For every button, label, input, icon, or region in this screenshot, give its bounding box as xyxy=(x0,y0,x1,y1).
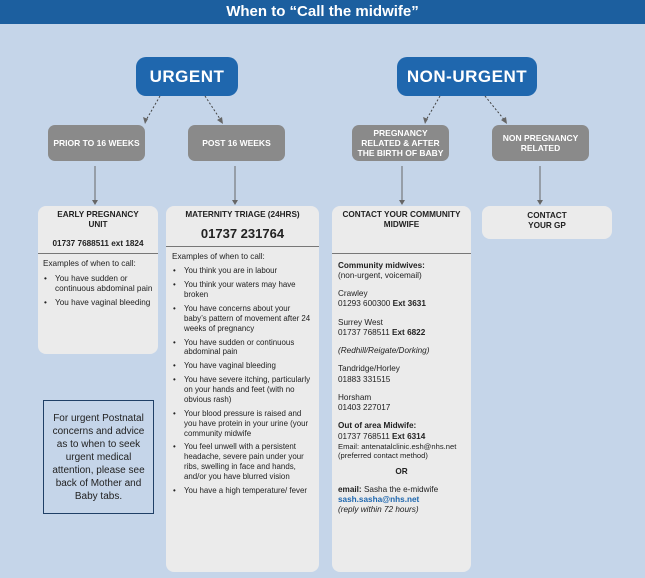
page-title: When to “Call the midwife” xyxy=(0,0,645,24)
early-phone: 01737 7688511 ext 1824 xyxy=(52,238,144,248)
connector-nonurgent-non xyxy=(484,95,507,123)
post-16-weeks-box: POST 16 WEEKS xyxy=(188,125,285,161)
triage-item: Your blood pressure is raised and you ha… xyxy=(172,409,313,439)
community-midwife-card: CONTACT YOUR COMMUNITY MIDWIFE Community… xyxy=(332,206,471,572)
connector-urgent-post xyxy=(204,95,223,123)
cm-sub: (non-urgent, voicemail) xyxy=(338,270,422,280)
gp-heading: CONTACT YOUR GP xyxy=(527,211,567,231)
pregnancy-related-box: PREGNANCY RELATED & AFTER THE BIRTH OF B… xyxy=(352,125,449,161)
crawley-label: Crawley xyxy=(338,289,368,298)
email-label: email: xyxy=(338,484,362,494)
horsham-number: 01403 227017 xyxy=(338,403,391,412)
triage-phone: 01737 231764 xyxy=(200,226,285,242)
non-pregnancy-related-box: NON PREGNANCY RELATED xyxy=(492,125,589,161)
maternity-triage-card: MATERNITY TRIAGE (24HRS) 01737 231764 Ex… xyxy=(166,206,319,572)
prior-16-weeks-box: PRIOR TO 16 WEEKS xyxy=(48,125,145,161)
surrey-areas: (Redhill/Reigate/Dorking) xyxy=(338,346,430,355)
crawley-number: 01293 600300 xyxy=(338,299,391,309)
surrey-ext: Ext 6822 xyxy=(392,327,426,337)
early-examples: Examples of when to call: You have sudde… xyxy=(38,254,158,309)
triage-item: You think you are in labour xyxy=(172,266,313,276)
cm-title: Community midwives: xyxy=(338,260,425,270)
triage-item: You have a high temperature/ fever xyxy=(172,486,313,496)
early-examples-intro: Examples of when to call: xyxy=(43,258,136,268)
connector-nonurgent-pregnancy xyxy=(424,95,441,123)
triage-item: You have concerns about your baby’s patt… xyxy=(172,304,313,334)
crawley-ext: Ext 3631 xyxy=(392,299,426,309)
community-contacts: Community midwives: (non-urgent, voicema… xyxy=(332,254,471,516)
triage-heading: MATERNITY TRIAGE (24HRS) xyxy=(185,210,300,219)
antenatal-email: Email: antenatalclinic.esh@nhs.net xyxy=(338,441,457,451)
connector-urgent-prior xyxy=(144,95,161,123)
triage-examples: Examples of when to call: You think you … xyxy=(166,247,319,496)
triage-examples-intro: Examples of when to call: xyxy=(172,252,265,262)
ooa-title: Out of area Midwife: xyxy=(338,421,417,431)
urgent-pill: URGENT xyxy=(136,57,238,96)
early-item: You have sudden or continuous abdominal … xyxy=(43,274,154,295)
tandridge-number: 01883 331515 xyxy=(338,374,391,384)
sasha-email-link[interactable]: sash.sasha@nhs.net xyxy=(338,495,420,505)
gp-card: CONTACT YOUR GP xyxy=(482,206,612,239)
triage-item: You have sudden or continuous abdominal … xyxy=(172,338,313,358)
early-item: You have vaginal bleeding xyxy=(43,298,154,309)
triage-item: You have vaginal bleeding xyxy=(172,361,313,371)
surrey-label: Surrey West xyxy=(338,317,383,327)
reply-note: (reply within 72 hours) xyxy=(338,505,419,515)
early-pregnancy-card: EARLY PREGNANCY UNIT 01737 7688511 ext 1… xyxy=(38,206,158,354)
ooa-number: 01737 768511 xyxy=(338,431,390,441)
non-urgent-pill: NON-URGENT xyxy=(397,57,537,96)
tandridge-label: Tandridge/Horley xyxy=(338,364,400,374)
antenatal-email-pref: (preferred contact method) xyxy=(338,451,428,461)
or-label: OR xyxy=(395,466,408,476)
early-heading: EARLY PREGNANCY UNIT xyxy=(57,210,139,230)
postnatal-note: For urgent Postnatal concerns and advice… xyxy=(43,400,154,514)
surrey-number: 01737 768511 xyxy=(338,327,390,337)
triage-item: You feel unwell with a persistent headac… xyxy=(172,442,313,482)
triage-item: You have severe itching, particularly on… xyxy=(172,375,313,405)
horsham-label: Horsham xyxy=(338,392,372,402)
email-who: Sasha the e-midwife xyxy=(363,484,439,494)
triage-item: You think your waters may have broken xyxy=(172,280,313,300)
community-heading: CONTACT YOUR COMMUNITY MIDWIFE xyxy=(342,210,461,230)
ooa-ext: Ext 6314 xyxy=(392,431,426,441)
